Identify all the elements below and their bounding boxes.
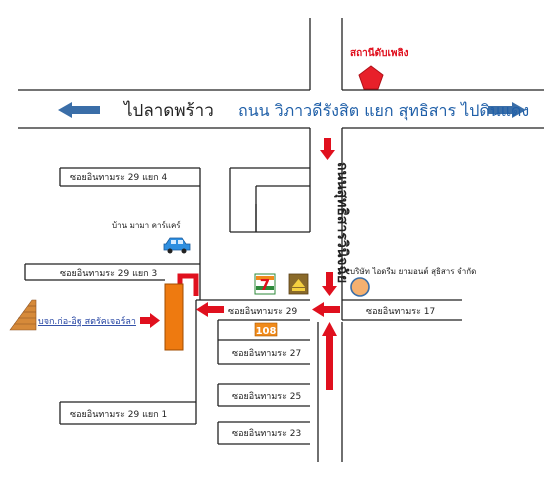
arrow-down-2-icon bbox=[322, 272, 337, 296]
label-soi23: ซอยอินทามระ 23 bbox=[232, 428, 301, 439]
road-north bbox=[309, 18, 343, 90]
label-soi29: ซอยอินทามระ 29 bbox=[228, 306, 298, 317]
road-suthisarn bbox=[309, 128, 343, 462]
company-marker-icon bbox=[350, 277, 370, 297]
label-soi27: ซอยอินทามระ 27 bbox=[232, 348, 301, 359]
car-icon bbox=[163, 237, 191, 254]
bank-icon bbox=[288, 273, 309, 295]
main-road-vipavadee bbox=[18, 89, 544, 129]
label-fire-station: สถานีดับเพลิง bbox=[350, 47, 409, 59]
label-vipavadee-road: ถนน วิภาวดีรังสิต แยก สุทธิสาร ไปดินแดง bbox=[238, 101, 529, 121]
arrow-down-1-icon bbox=[320, 138, 335, 160]
label-soi25: ซอยอินทามระ 25 bbox=[232, 391, 301, 402]
shop-108-label: 108 bbox=[256, 326, 277, 337]
arrow-up-icon bbox=[322, 322, 337, 390]
label-car-shop: บ้าน มามา คาร์แคร์ bbox=[112, 220, 181, 230]
brick-wall-icon bbox=[9, 299, 37, 331]
arrow-left-1-icon bbox=[312, 302, 340, 317]
label-company: บริษัท ไอดรีม ยามอนต์ สุธิสาร จำกัด bbox=[350, 266, 476, 276]
arrow-left-2-icon bbox=[196, 302, 224, 317]
arrow-corner-icon bbox=[177, 273, 199, 296]
pentagon-marker-icon bbox=[358, 65, 384, 90]
target-building bbox=[164, 283, 184, 351]
label-target-company: บจก.ก่อ-อิฐ สตรัคเจอร์ลา bbox=[38, 315, 136, 327]
label-soi17: ซอยอินทามระ 17 bbox=[366, 306, 435, 317]
label-soi29-4: ซอยอินทามระ 29 แยก 4 bbox=[70, 172, 167, 183]
arrow-right-icon bbox=[140, 313, 160, 328]
label-to-ladprao: ไปลาดพร้าว bbox=[122, 100, 214, 121]
shop-108-icon: 108 bbox=[254, 322, 278, 337]
arrow-east-icon bbox=[488, 102, 526, 118]
seven-eleven-label: 7 bbox=[260, 276, 270, 294]
arrow-west-icon bbox=[58, 102, 100, 118]
label-soi29-3: ซอยอินทามระ 29 แยก 3 bbox=[60, 268, 157, 279]
soi-lines bbox=[24, 167, 462, 445]
seven-eleven-icon: 7 bbox=[254, 273, 276, 295]
label-soi29-1: ซอยอินทามระ 29 แยก 1 bbox=[70, 409, 167, 420]
label-suthisarn-road: ถนนสุทธิสารวินิจฉัย bbox=[334, 162, 350, 283]
